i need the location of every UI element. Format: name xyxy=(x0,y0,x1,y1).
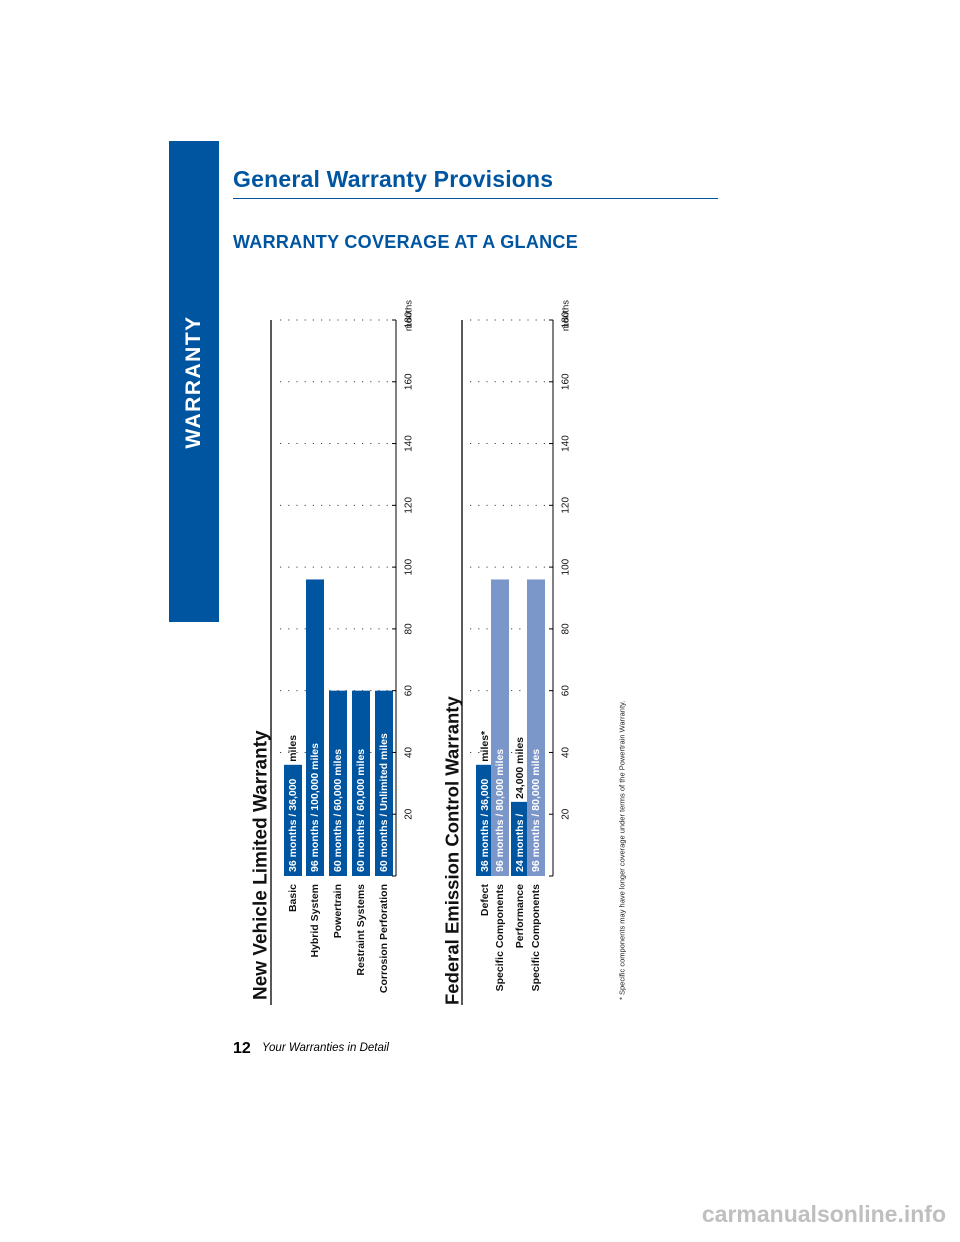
title-divider xyxy=(233,198,718,199)
chart1-bar-2-label: 96 months / 100,000 miles xyxy=(309,743,321,872)
chart2-bar-4 xyxy=(527,579,545,876)
chart2-bar-2 xyxy=(491,579,509,876)
chart1-category-label-3: Powertrain xyxy=(332,884,344,938)
chart1-category-label-4: Restraint Systems xyxy=(355,884,367,976)
chart2-bar-1 xyxy=(476,764,494,876)
sidebar-tab xyxy=(169,141,219,622)
chart2-bar-1-label-outside: miles* xyxy=(479,730,491,762)
chart1-tick-label-20: 20 xyxy=(404,808,415,820)
chart1-bar-5 xyxy=(375,690,393,876)
chart2-tick-label-100: 100 xyxy=(561,558,572,575)
chart2-category-label-1: Defect xyxy=(479,884,491,917)
chart2-tick-label-140: 140 xyxy=(561,435,572,452)
chart2-tick-label-80: 80 xyxy=(561,623,572,635)
chart1-title: New Vehicle Limited Warranty xyxy=(251,730,272,1000)
chart1-bar-3 xyxy=(329,690,347,876)
chart1-bar-4-label: 60 months / 60,000 miles xyxy=(355,749,367,872)
chart2-category-label-3: Performance xyxy=(514,884,526,948)
chart2-bar-4-label: 96 months / 80,000 miles xyxy=(530,749,542,872)
chart2-tick-label-160: 160 xyxy=(561,373,572,390)
chart2-tick-label-40: 40 xyxy=(561,746,572,758)
chart2-category-label-4: Specific Components xyxy=(530,884,542,992)
chart1-bar-1-label-outside: miles xyxy=(287,735,299,762)
chart1-unit-label: months xyxy=(404,300,415,331)
section-title: General Warranty Provisions xyxy=(233,166,554,192)
chart1-bar-1-label: 36 months / 36,000 xyxy=(287,778,299,872)
chart2-bar-3-label: 24 months / xyxy=(514,814,526,872)
chart1-category-label-5: Corrosion Perforation xyxy=(378,884,390,993)
chart1-category-label-2: Hybrid System xyxy=(309,884,321,958)
chart1-bar-5-label: 60 months / Unlimited miles xyxy=(378,733,390,872)
chart2-title: Federal Emission Control Warranty xyxy=(442,696,463,1005)
chart2-tick-label-180: 180 xyxy=(561,311,572,328)
chart2-unit-label: months xyxy=(561,300,572,331)
chart2-tick-label-20: 20 xyxy=(561,808,572,820)
page-heading: WARRANTY COVERAGE AT A GLANCE xyxy=(233,232,579,252)
chart1-tick-label-120: 120 xyxy=(404,497,415,514)
chart2-tick-label-60: 60 xyxy=(561,685,572,697)
chart1-bar-4 xyxy=(352,690,370,876)
chart2-bar-3 xyxy=(511,801,529,876)
chart1-tick-label-160: 160 xyxy=(404,373,415,390)
chart1-tick-label-60: 60 xyxy=(404,685,415,697)
watermark: carmanualsonline.info xyxy=(701,1201,946,1227)
chart1-tick-label-80: 80 xyxy=(404,623,415,635)
chart2-footnote: * Specific components may have longer co… xyxy=(618,701,627,1000)
page-footer: Your Warranties in Detail xyxy=(262,1042,389,1054)
chart2-bar-3-label-outside: 24,000 miles xyxy=(514,737,526,799)
chart1-tick-label-140: 140 xyxy=(404,435,415,452)
chart1-category-label-1: Basic xyxy=(287,884,299,912)
page-number: 12 xyxy=(233,1040,251,1057)
chart1-bar-3-label: 60 months / 60,000 miles xyxy=(332,749,344,872)
chart1-tick-label-100: 100 xyxy=(404,558,415,575)
chart2-category-label-2: Specific Components xyxy=(494,884,506,992)
chart1-tick-label-40: 40 xyxy=(404,746,415,758)
chart2-tick-label-120: 120 xyxy=(561,497,572,514)
chart1-bar-2 xyxy=(306,579,324,876)
chart1-tick-label-180: 180 xyxy=(404,311,415,328)
chart1-bar-1 xyxy=(284,764,302,876)
chart2-bar-2-label: 96 months / 80,000 miles xyxy=(494,749,506,872)
chart2-bar-1-label: 36 months / 36,000 xyxy=(479,778,491,872)
